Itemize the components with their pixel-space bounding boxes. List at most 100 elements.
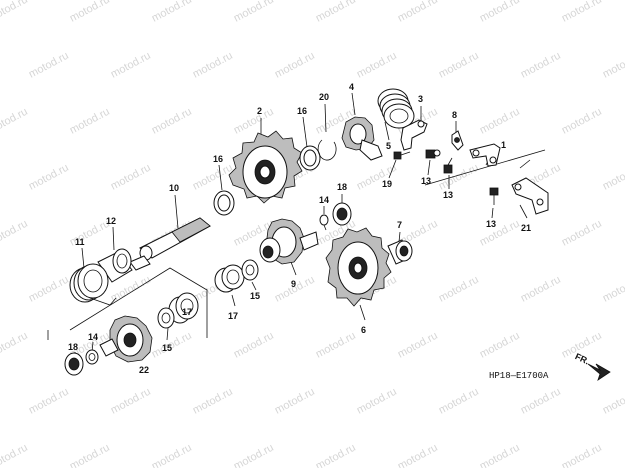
callout-16-left: 16: [213, 154, 223, 164]
bearing-18-lower: [64, 352, 84, 376]
watermark-text: motod.ru: [27, 274, 71, 305]
callout-3: 3: [418, 94, 423, 104]
watermark-text: motod.ru: [109, 386, 153, 417]
bracket-8: [451, 130, 464, 151]
watermark-text: motod.ru: [191, 386, 235, 417]
watermark-text: motod.ru: [355, 386, 399, 417]
watermark-text: motod.ru: [396, 442, 440, 468]
callout-17-left: 17: [182, 307, 192, 317]
gear-2: [228, 130, 303, 204]
watermark-text: motod.ru: [560, 442, 604, 468]
watermark-text: motod.ru: [560, 106, 604, 137]
callout-12: 12: [106, 216, 116, 226]
callout-22: 22: [139, 365, 149, 375]
watermark-text: motod.ru: [27, 162, 71, 193]
callout-11: 11: [75, 237, 85, 247]
watermark-text: motod.ru: [150, 0, 194, 25]
watermark-text: motod.ru: [478, 330, 522, 361]
gear-6: [325, 227, 392, 307]
watermark-text: motod.ru: [314, 0, 358, 25]
watermark-text: motod.ru: [437, 162, 481, 193]
watermark-text: motod.ru: [27, 50, 71, 81]
bolt-13-c: [489, 187, 499, 205]
callout-15-right: 15: [250, 291, 260, 301]
watermark-text: motod.ru: [355, 50, 399, 81]
gear-4: [341, 116, 383, 161]
watermark-text: motod.ru: [0, 0, 30, 25]
callout-6: 6: [361, 325, 366, 335]
callout-19-bolt: 19: [382, 179, 392, 189]
watermark-text: motod.ru: [0, 106, 30, 137]
watermark-text: motod.ru: [68, 442, 112, 468]
watermark-text: motod.ru: [273, 50, 317, 81]
gear-22: [99, 315, 153, 363]
washer-15-left: [157, 307, 175, 329]
watermark-text: motod.ru: [355, 162, 399, 193]
callout-labels: 1 2 3 4 5 6 7 8 9 10 11 12 13 13 13 19 1…: [68, 82, 531, 375]
front-direction-arrow: [587, 363, 611, 381]
watermark-text: motod.ru: [601, 50, 625, 81]
callout-18-upper: 18: [337, 182, 347, 192]
callout-13-b: 13: [443, 190, 453, 200]
watermark-text: motod.ru: [560, 0, 604, 25]
watermark-text: motod.ru: [109, 162, 153, 193]
watermark-text: motod.ru: [68, 0, 112, 25]
callout-8: 8: [452, 110, 457, 120]
callout-13-c: 13: [486, 219, 496, 229]
watermark-text: motod.ru: [601, 274, 625, 305]
watermark-text: motod.ru: [27, 386, 71, 417]
bracket-1: [469, 143, 501, 167]
watermark-text: motod.ru: [232, 106, 276, 137]
watermark-text: motod.ru: [0, 330, 30, 361]
arm-3: [400, 119, 428, 151]
watermark-text: motod.ru: [68, 106, 112, 137]
circlip-20: [317, 139, 337, 161]
watermark-text: motod.ru: [232, 442, 276, 468]
watermark-text: motod.ru: [232, 330, 276, 361]
shaft-10: [129, 217, 211, 271]
diagram-code: HP18—E1700A: [489, 371, 549, 381]
callout-16-top: 16: [297, 106, 307, 116]
bearing-17-left: [168, 292, 199, 324]
watermark-text: motod.ru: [396, 0, 440, 25]
bolt-13-a: [425, 149, 441, 159]
callout-18-lower: 18: [68, 342, 78, 352]
spring-5: [377, 88, 415, 129]
bolt-13-b: [443, 157, 453, 174]
watermark-text: motod.ru: [437, 386, 481, 417]
watermark-text: motod.ru: [314, 330, 358, 361]
callout-10: 10: [169, 183, 179, 193]
callout-13-a: 13: [421, 176, 431, 186]
watermark-text: motod.ru: [601, 386, 625, 417]
watermark-text: motod.ru: [519, 274, 563, 305]
watermark-text: motod.ru: [437, 50, 481, 81]
watermark-text: motod.ru: [478, 0, 522, 25]
watermark-text: motod.ru: [150, 442, 194, 468]
callout-1: 1: [501, 140, 506, 150]
watermark-text: motod.ru: [232, 0, 276, 25]
watermark-text: motod.ru: [437, 274, 481, 305]
washer-14-lower: [85, 349, 99, 365]
bearing-18-upper: [332, 202, 352, 226]
watermark-text: motod.ru: [478, 218, 522, 249]
callout-14-lower: 14: [88, 332, 98, 342]
callout-7: 7: [397, 220, 402, 230]
zone-lines: [47, 149, 546, 340]
washer-15-right: [241, 259, 259, 281]
callout-20: 20: [319, 92, 329, 102]
watermark-text: motod.ru: [478, 442, 522, 468]
watermark-text: motod.ru: [314, 442, 358, 468]
watermark-text: motod.ru: [150, 106, 194, 137]
watermark-text: motod.ru: [519, 386, 563, 417]
watermark-text: motod.ru: [0, 442, 30, 468]
watermark-text: motod.ru: [191, 50, 235, 81]
watermark-text: motod.ru: [519, 50, 563, 81]
watermark-text: motod.ru: [396, 330, 440, 361]
watermark-text: motod.ru: [191, 162, 235, 193]
watermark-text: motod.ru: [273, 386, 317, 417]
parts: [64, 88, 611, 381]
callout-2: 2: [257, 106, 262, 116]
bolt-19: [393, 151, 411, 160]
